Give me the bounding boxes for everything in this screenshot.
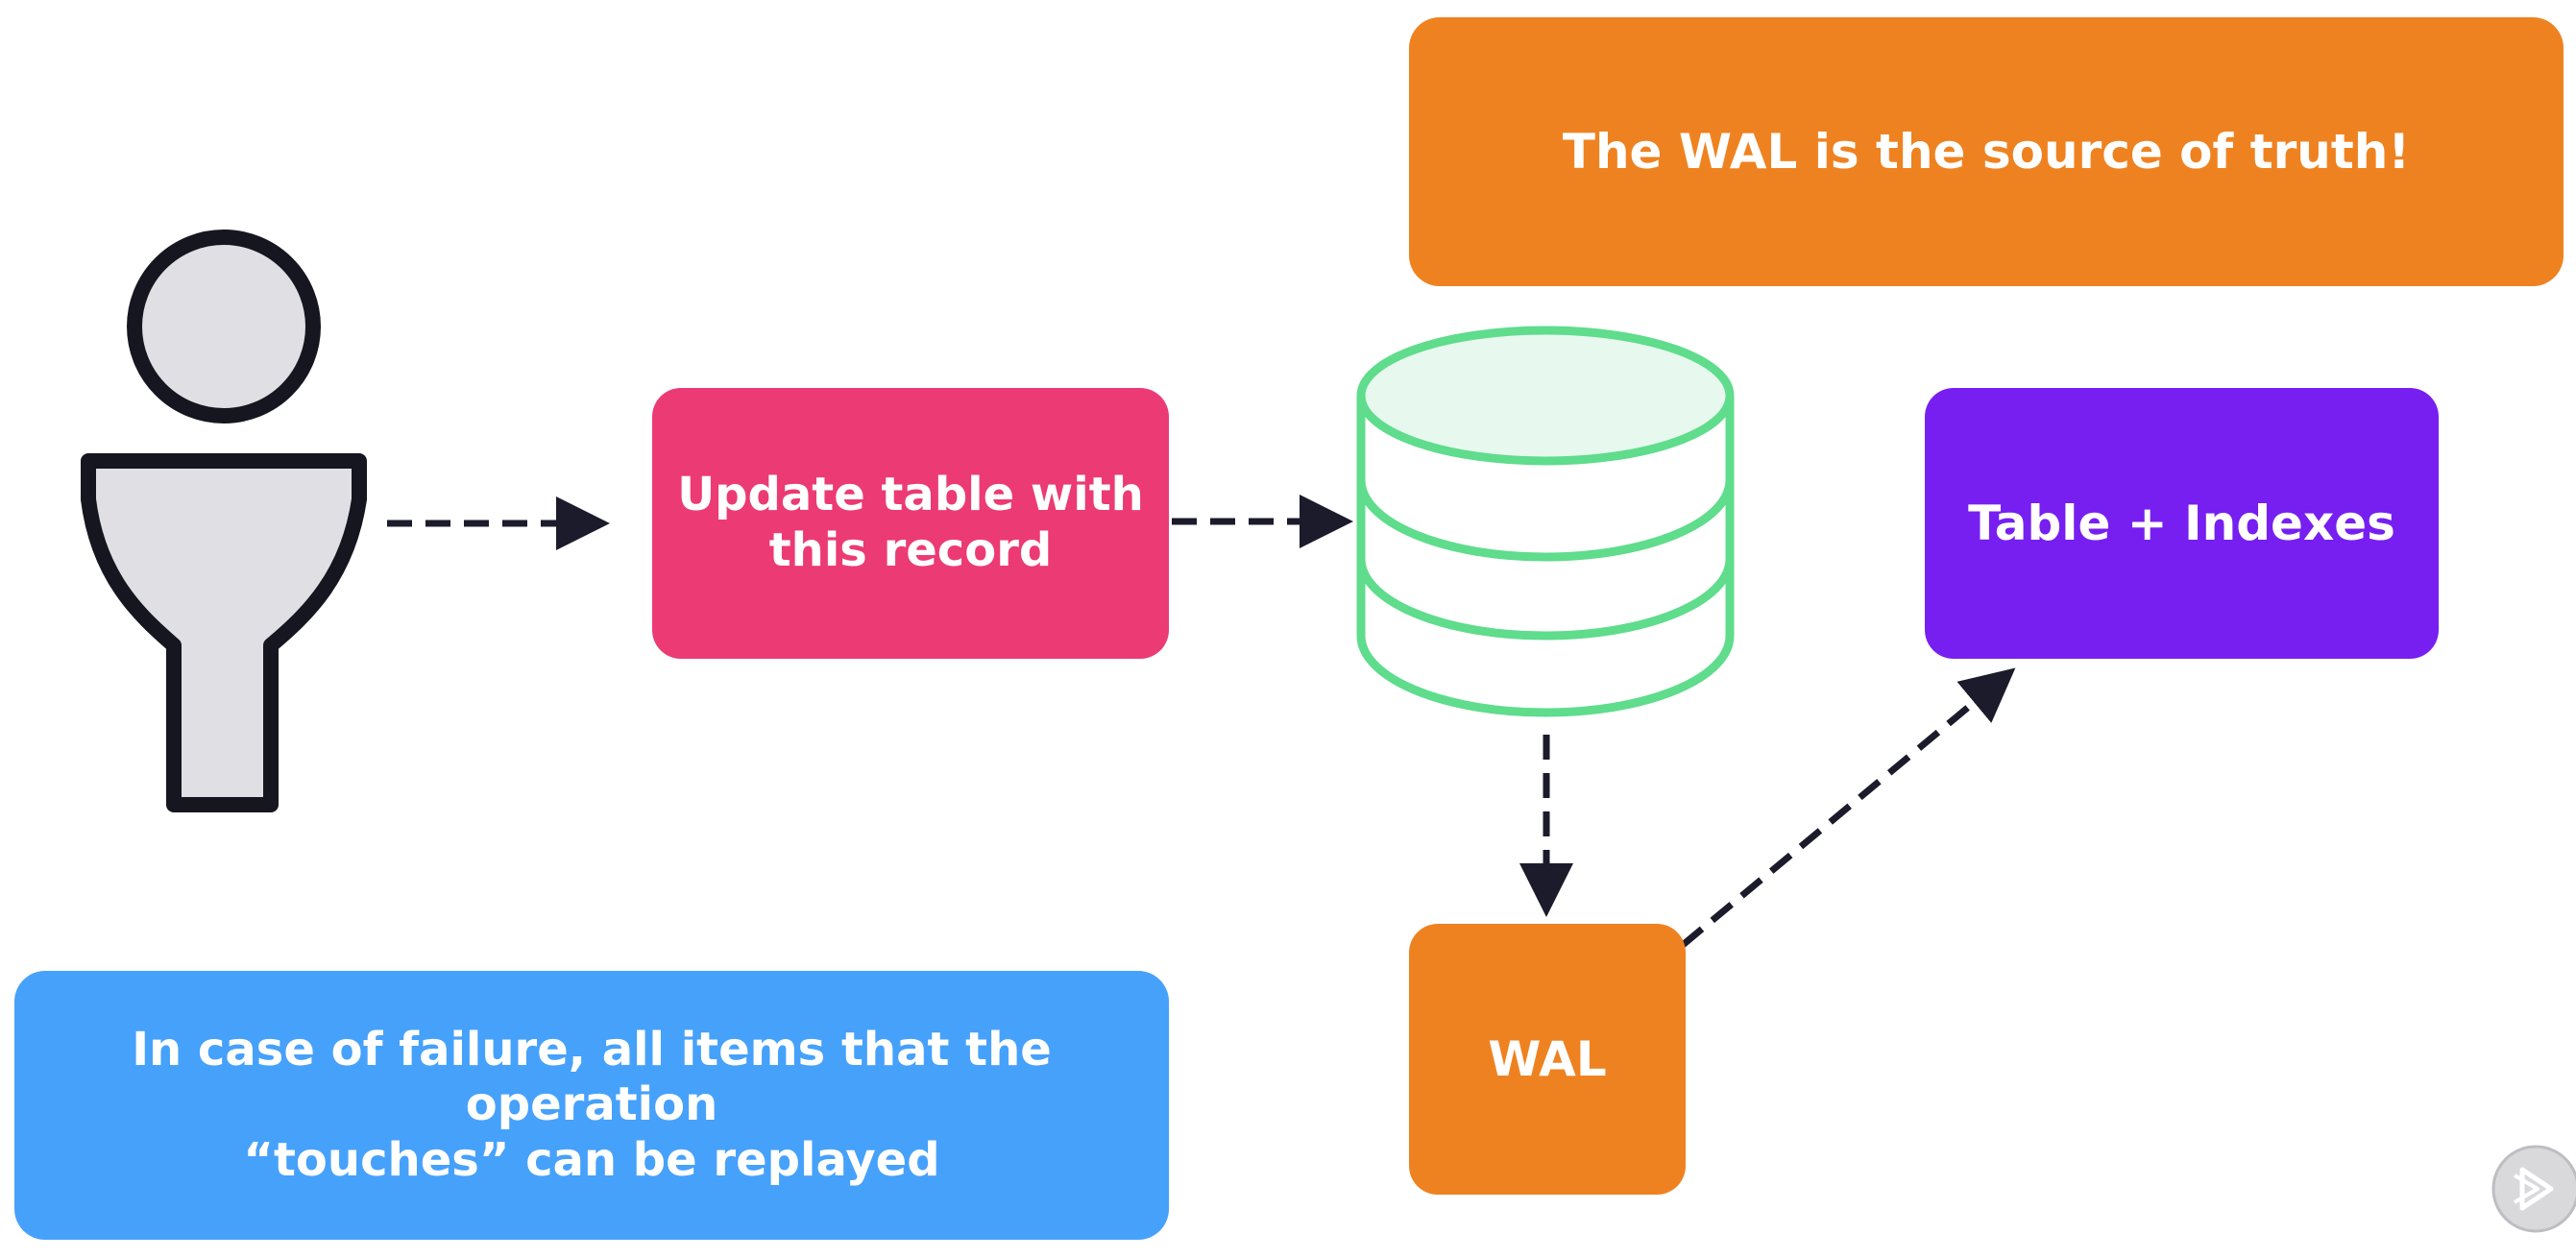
failure-replay-callout: In case of failure, all items that the o… (14, 971, 1169, 1240)
arrow-wal-to-table (1680, 667, 2016, 948)
callout-bottom-line-2: “touches” can be replayed (243, 1132, 940, 1187)
database-icon (1356, 326, 1735, 717)
wal-box-text: WAL (1488, 1031, 1607, 1087)
wal-box: WAL (1409, 924, 1686, 1195)
table-box-text: Table + Indexes (1968, 496, 2395, 551)
user-icon (81, 230, 367, 812)
callout-top-text: The WAL is the source of truth! (1562, 124, 2411, 180)
callout-bottom-line-1: In case of failure, all items that the o… (132, 1022, 1052, 1132)
table-indexes-box: Table + Indexes (1925, 388, 2439, 659)
source-of-truth-callout: The WAL is the source of truth! (1409, 17, 2564, 286)
update-table-box: Update table with this record (652, 388, 1169, 659)
play-logo-icon[interactable] (2490, 1143, 2576, 1235)
update-box-line-2: this record (768, 523, 1053, 577)
update-box-line-1: Update table with (677, 468, 1144, 522)
